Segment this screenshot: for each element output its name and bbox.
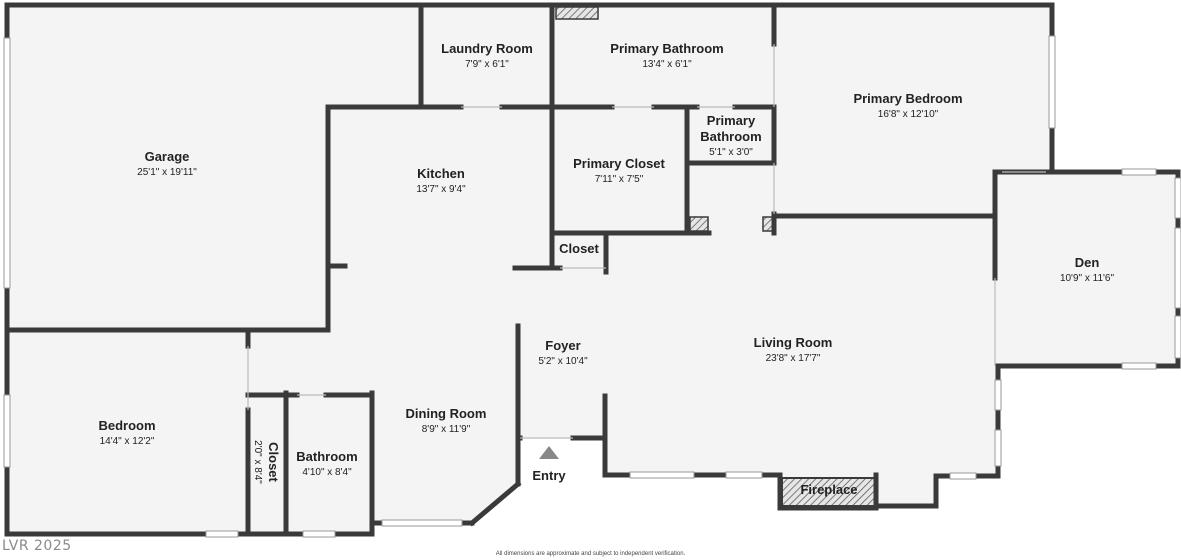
kitchen-name: Kitchen [417, 166, 465, 181]
laundry-name: Laundry Room [441, 41, 533, 56]
bedroom-dims: 14'4" x 12'2" [100, 436, 155, 447]
living-dims: 23'8" x 17'7" [766, 353, 821, 364]
bathroom-dims: 4'10" x 8'4" [302, 467, 352, 478]
living-name: Living Room [754, 335, 833, 350]
dining-dims: 8'9" x 11'9" [422, 424, 471, 435]
primary-bath-small-dims: 5'1" x 3'0" [709, 147, 753, 158]
disclaimer: All dimensions are approximate and subje… [495, 551, 686, 557]
kitchen-dims: 13'7" x 9'4" [416, 184, 466, 195]
fireplace-label: Fireplace [800, 482, 857, 497]
primary-bath-name: Primary Bathroom [610, 41, 723, 56]
primary-bath-small-name-2: Bathroom [700, 129, 761, 144]
laundry-dims: 7'9" x 6'1" [465, 59, 509, 70]
entry-label: Entry [532, 468, 566, 483]
foyer-name: Foyer [545, 338, 580, 353]
closet-name: Closet [559, 241, 599, 256]
primary-bedroom-name: Primary Bedroom [853, 91, 962, 106]
watermark: LVR 2025 [2, 538, 72, 554]
closet-vertical-dims: 2'0" x 8'4" [252, 440, 263, 484]
primary-bedroom-dims: 16'8" x 12'10" [878, 109, 939, 120]
primary-bath-small-name-1: Primary [707, 113, 756, 128]
foyer-dims: 5'2" x 10'4" [538, 356, 588, 367]
garage-name: Garage [145, 149, 190, 164]
dining-name: Dining Room [406, 406, 487, 421]
floor-fill [8, 6, 1178, 534]
bedroom-name: Bedroom [98, 418, 155, 433]
primary-closet-name: Primary Closet [573, 156, 665, 171]
garage-dims: 25'1" x 19'11" [137, 167, 197, 178]
shower-hatch-top [555, 6, 599, 20]
primary-bath-dims: 13'4" x 6'1" [642, 59, 692, 70]
windows [3, 35, 1181, 538]
hatch-closet-corner [689, 216, 709, 232]
entry-arrow-icon [539, 446, 559, 459]
primary-closet-dims: 7'11" x 7'5" [595, 174, 644, 185]
den-name: Den [1075, 255, 1100, 270]
closet-vertical-name: Closet [266, 442, 281, 482]
door-openings [247, 44, 1046, 439]
den-dims: 10'9" x 11'6" [1060, 273, 1115, 284]
bathroom-name: Bathroom [296, 449, 357, 464]
